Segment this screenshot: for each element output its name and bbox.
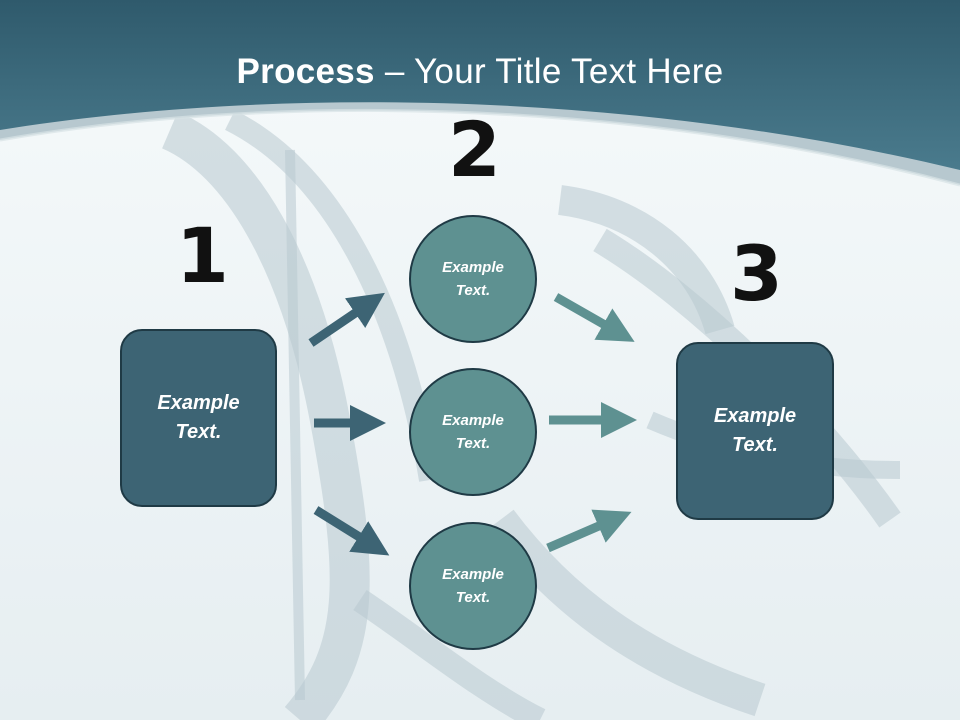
- left-process-box: Example Text.: [120, 329, 277, 507]
- right-box-line2: Text.: [732, 434, 778, 456]
- arrow-top-to-right: [553, 293, 635, 342]
- circle-bot-line2: Text.: [455, 589, 491, 606]
- step-number-1: 1: [176, 211, 229, 300]
- left-box-line1: Example: [157, 392, 240, 414]
- slide-title: Process – Your Title Text Here: [0, 52, 960, 92]
- circle-mid-line2: Text.: [455, 435, 491, 452]
- circle-mid-line1: Example: [442, 412, 504, 429]
- left-box-line2: Text.: [175, 421, 222, 443]
- arrow-left-to-top: [308, 292, 385, 347]
- right-process-box: Example Text.: [676, 342, 834, 520]
- step-number-2: 2: [448, 105, 501, 194]
- arrow-left-to-bot: [313, 506, 390, 556]
- arrow-bot-to-right: [546, 509, 632, 553]
- process-circle-middle: Example Text.: [409, 368, 537, 496]
- circle-top-line2: Text.: [455, 282, 491, 299]
- step-number-3: 3: [730, 229, 783, 318]
- circle-bot-line1: Example: [442, 566, 504, 583]
- title-rest: – Your Title Text Here: [374, 52, 724, 91]
- process-circle-bottom: Example Text.: [409, 522, 537, 650]
- right-box-line1: Example: [713, 405, 797, 427]
- header-band: [0, 0, 960, 170]
- title-bold-part: Process: [236, 52, 375, 91]
- process-circle-top: Example Text.: [409, 215, 537, 343]
- header-light-stroke: [0, 108, 960, 187]
- circle-top-line1: Example: [442, 259, 504, 276]
